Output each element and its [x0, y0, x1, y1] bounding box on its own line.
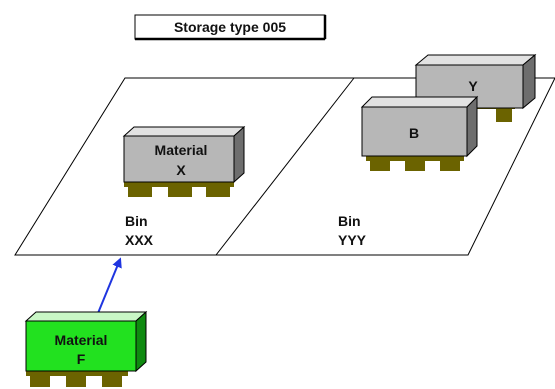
- bin-xxx-label-line2: XXX: [125, 232, 154, 248]
- title-box: Storage type 005: [134, 14, 327, 41]
- bin-yyy-label-line1: Bin: [338, 213, 361, 229]
- box-material-x: Material X: [122, 125, 246, 197]
- bin-yyy-label-line2: YYY: [338, 232, 367, 248]
- material-f-label-line1: Material: [55, 332, 108, 348]
- box-b-label: B: [409, 125, 419, 141]
- material-x-label-line2: X: [176, 162, 186, 178]
- bin-divider: [215, 77, 355, 256]
- box-b: B: [360, 95, 479, 171]
- move-arrow: [95, 257, 122, 319]
- bin-yyy-label: Bin YYY: [338, 213, 367, 248]
- box-material-f: Material F: [24, 310, 148, 387]
- material-f-label-line2: F: [77, 351, 86, 367]
- material-x-label-line1: Material: [155, 142, 208, 158]
- diagram-title: Storage type 005: [174, 19, 286, 35]
- bin-xxx-label-line1: Bin: [125, 213, 148, 229]
- box-y-label: Y: [468, 78, 478, 94]
- bin-xxx-label: Bin XXX: [125, 213, 154, 248]
